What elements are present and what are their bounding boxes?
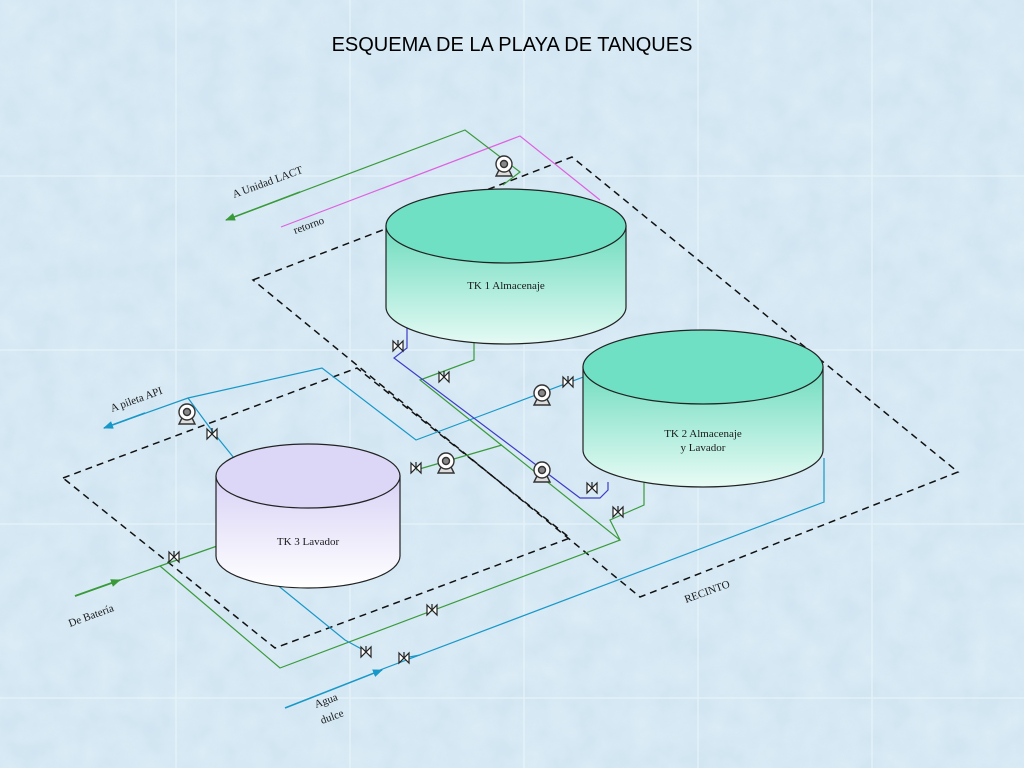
pump-icon	[494, 155, 514, 177]
tank-tk2: TK 2 Almacenaje y Lavador	[582, 329, 824, 488]
label-agua: Agua	[313, 691, 340, 710]
valve-icon	[360, 645, 372, 659]
tk1-label: TK 1 Almacenaje	[467, 280, 545, 292]
retorno-line	[280, 135, 601, 228]
valve-icon	[398, 651, 410, 665]
recinto-enclosure	[61, 156, 960, 649]
valve-icon	[206, 427, 218, 441]
label-dulce: dulce	[319, 707, 346, 726]
pump-icon	[436, 452, 456, 474]
pump-icon	[177, 403, 197, 425]
diagram-title: ESQUEMA DE LA PLAYA DE TANQUES	[331, 34, 693, 56]
tk2-label-line2: y Lavador	[681, 442, 726, 454]
valve-icon	[168, 550, 180, 564]
valve-icon	[562, 375, 574, 389]
pileta-arrow	[103, 412, 146, 429]
agua-dulce-arrow	[284, 669, 383, 709]
bateria-arrow	[74, 579, 121, 597]
valve-icon	[392, 339, 404, 353]
lact-arrow	[225, 191, 301, 221]
valve-icon	[410, 461, 422, 475]
valve-icon	[586, 481, 598, 495]
label-lact: A Unidad LACT	[231, 164, 305, 201]
tank-tk1: TK 1 Almacenaje	[385, 188, 627, 345]
label-retorno: retorno	[292, 215, 326, 237]
pump-icon	[532, 384, 552, 406]
tk3-label: TK 3 Lavador	[277, 536, 340, 548]
tk2-label-line1: TK 2 Almacenaje	[664, 428, 742, 440]
valve-icon	[612, 505, 624, 519]
tank-tk3: TK 3 Lavador	[215, 443, 401, 589]
pump-icon	[532, 461, 552, 483]
green-piping	[74, 129, 645, 669]
valve-icon	[438, 370, 450, 384]
label-recinto: RECINTO	[683, 578, 732, 606]
valve-icon	[426, 603, 438, 617]
label-pileta-api: A pileta API	[109, 385, 165, 415]
label-bateria: De Batería	[67, 602, 116, 630]
